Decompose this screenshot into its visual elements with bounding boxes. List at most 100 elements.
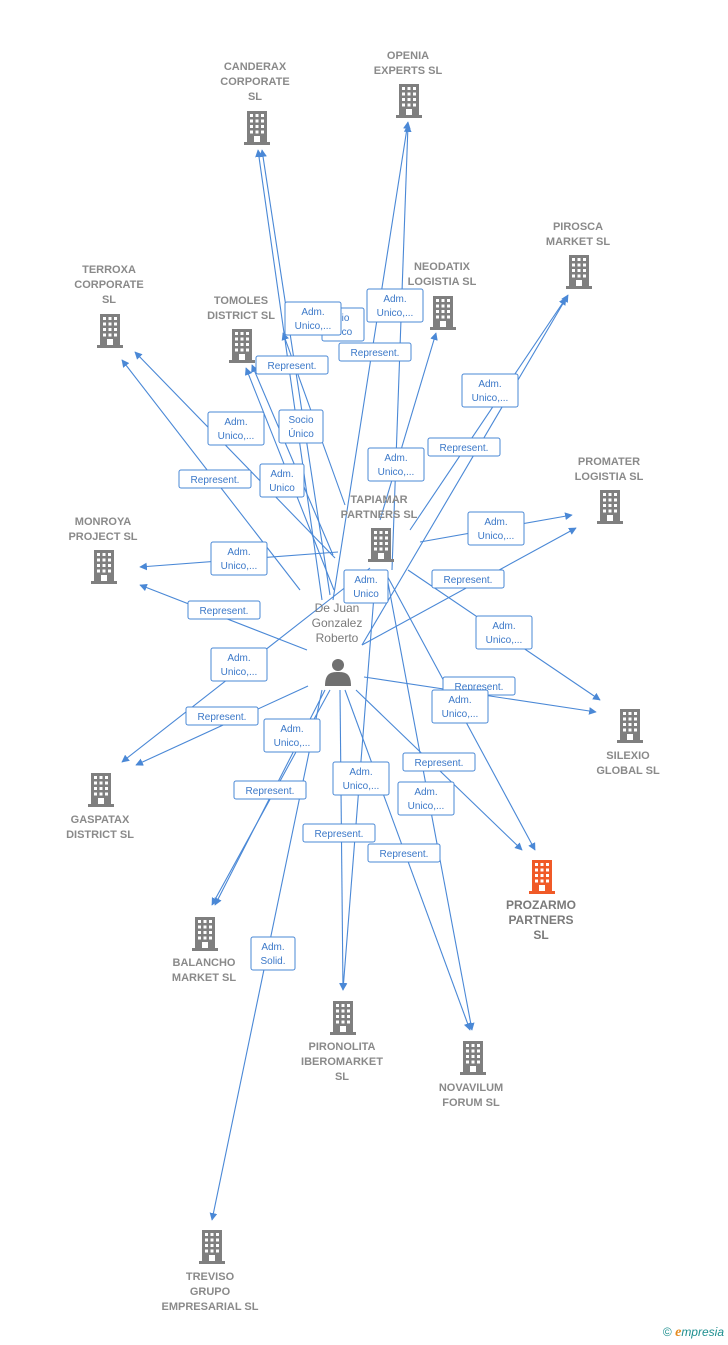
edge-label-box	[343, 569, 389, 604]
edge-label-text: Unico	[269, 483, 295, 494]
edge-label-text: Adm.	[484, 517, 507, 528]
edge-label-e5[interactable]: Adm.Unico,...	[207, 411, 265, 446]
edge-label-e4[interactable]: Represent.	[255, 355, 329, 375]
edge-label-e16[interactable]: Represent.	[187, 600, 261, 620]
edge-label-e12[interactable]: Adm. Unico,...	[467, 511, 525, 546]
edge-label-e1[interactable]: Adm.Unico,...	[284, 301, 342, 336]
edge-label-box	[278, 409, 324, 444]
edge-label-text: Unico,...	[478, 531, 515, 542]
edge-label-e2[interactable]: Adm. Unico,...	[366, 288, 424, 323]
edge-label-box	[332, 761, 390, 796]
company-label: NEODATIX	[414, 261, 471, 273]
company-label: DISTRICT SL	[207, 310, 275, 322]
building-icon	[460, 1041, 486, 1075]
edge-label-e18[interactable]: Adm. Unico,...	[210, 647, 268, 682]
edge-label-text: Adm.	[354, 575, 377, 586]
building-icon	[617, 709, 643, 743]
edge-label-text: Unico,...	[408, 801, 445, 812]
edge-label-e27[interactable]: Represent.	[302, 823, 376, 843]
edge-label-text: Unico,...	[377, 308, 414, 319]
edge-label-text: Adm.	[384, 453, 407, 464]
company-label: TERROXA	[82, 264, 136, 276]
company-label: IBEROMARKET	[301, 1056, 383, 1068]
edge-label-box	[207, 411, 265, 446]
edge-label-box	[402, 752, 476, 772]
edge-label-text: Represent.	[351, 348, 400, 359]
brand-logo-initial: e	[675, 1325, 682, 1340]
building-icon	[199, 1230, 225, 1264]
edge-label-e24[interactable]: Adm.Unico,...	[332, 761, 390, 796]
edge-label-box	[210, 541, 268, 576]
company-label: TOMOLES	[214, 295, 268, 307]
building-icon	[430, 296, 456, 330]
company-label: PROZARMO	[506, 898, 576, 912]
edge-label-e3[interactable]: Represent.	[338, 342, 412, 362]
edge-label-text: Único	[288, 427, 314, 440]
edge-label-e10[interactable]: Adm.Unico	[259, 463, 305, 498]
edge-label-text: Unico,...	[343, 781, 380, 792]
building-icon	[368, 528, 394, 562]
edge-label-e21[interactable]: Represent.	[185, 706, 259, 726]
edge-label-text: Unico,...	[218, 431, 255, 442]
edge-label-text: Unico,...	[472, 393, 509, 404]
company-node-neodatix[interactable]: NEODATIX LOGISTIA SL	[408, 261, 477, 330]
company-label: LOGISTIA SL	[408, 276, 477, 288]
edge-label-e14[interactable]: Adm. Unico	[343, 569, 389, 604]
edge-label-text: cio	[337, 313, 350, 324]
edge-label-text: Adm.	[227, 653, 250, 664]
edge-label-e29[interactable]: Adm.Solid.	[250, 936, 296, 971]
edge-label-e11[interactable]: Adm. Unico,...	[367, 447, 425, 482]
person-label: De Juan	[315, 601, 360, 615]
edge-label-e26[interactable]: Adm.Unico,...	[397, 781, 455, 816]
company-node-tomoles[interactable]: TOMOLES DISTRICT SL	[207, 295, 275, 363]
edge-label-e23[interactable]: Represent.	[402, 752, 476, 772]
company-label: EMPRESARIAL SL	[162, 1301, 259, 1313]
building-icon	[396, 84, 422, 118]
edge-label-text: Adm.	[383, 294, 406, 305]
edge-label-e9[interactable]: Represent.	[427, 437, 501, 457]
edge-label-text: Adm.	[448, 695, 471, 706]
edge-label-text: Unico	[353, 589, 379, 600]
edge-label-e17[interactable]: Adm.Unico,...	[475, 615, 533, 650]
company-label: SL	[102, 294, 116, 306]
edge-label-box	[185, 706, 259, 726]
company-label: TAPIAMAR	[350, 494, 407, 506]
edge-label-e20[interactable]: Adm.Unico,...	[431, 689, 489, 724]
company-label: SL	[248, 91, 262, 103]
edge-label-e15[interactable]: Represent.	[431, 569, 505, 589]
company-label: GASPATAX	[71, 814, 130, 826]
edge-line-13	[361, 294, 569, 646]
edge-label-text: Adm.	[492, 621, 515, 632]
edge-label-e8[interactable]: Adm.Unico,...	[461, 373, 519, 408]
edge-label-box	[461, 373, 519, 408]
edge-label-e13[interactable]: Adm.Unico,...	[210, 541, 268, 576]
edge-label-text: Unico,...	[221, 667, 258, 678]
edge-label-e28[interactable]: Represent.	[367, 843, 441, 863]
edge-label-box	[178, 469, 252, 489]
edge-label-e22[interactable]: Adm.Unico,...	[263, 718, 321, 753]
company-label: SL	[533, 928, 548, 942]
edge-label-text: Unico,...	[378, 467, 415, 478]
edge-label-box	[427, 437, 501, 457]
edge-label-e25[interactable]: Represent.	[233, 780, 307, 800]
company-label: MARKET SL	[172, 972, 236, 984]
edge-label-e6[interactable]: Represent.	[178, 469, 252, 489]
edge-line-12	[379, 332, 438, 521]
